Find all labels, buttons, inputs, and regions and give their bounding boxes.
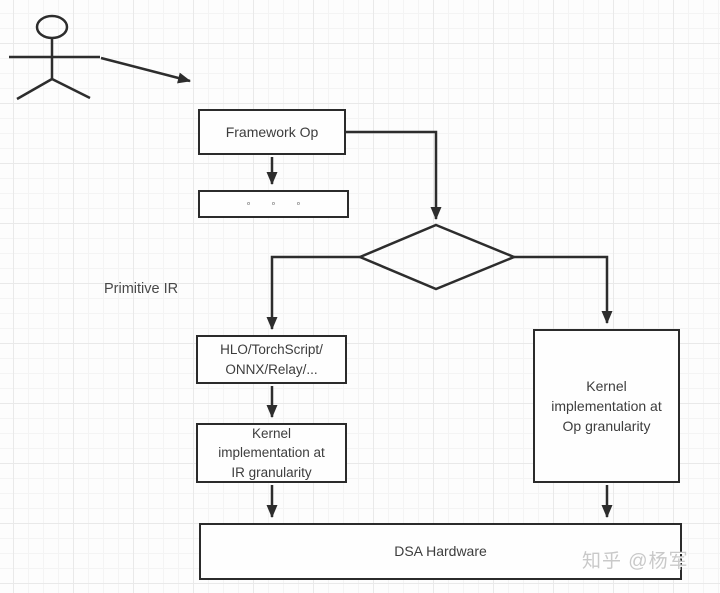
- primitive-ir-label: Primitive IR: [104, 281, 179, 297]
- node-ellipsis: ◦ ◦ ◦: [198, 190, 349, 218]
- zhihu-watermark: 知乎 @杨军: [582, 551, 689, 572]
- node-framework-op-label: Framework Op: [225, 123, 319, 140]
- arrow-decision-to-kernel-op: [514, 255, 613, 324]
- ellipsis-dots-icon: ◦ ◦ ◦: [246, 197, 310, 210]
- node-dsa-hardware: DSA Hardware: [199, 523, 682, 580]
- node-kernel-ir-granularity: Kernel implementation at IR granularity: [196, 423, 347, 483]
- actor-icon: [9, 14, 100, 101]
- node-kernel-op-label: Kernel implementation at Op granularity: [551, 377, 662, 435]
- actor-leg-left: [16, 77, 53, 101]
- arrow-framework-op-to-decision: [346, 130, 442, 220]
- actor-head: [35, 14, 69, 40]
- arrow-actor-to-framework-op: [100, 56, 191, 84]
- actor-leg-right: [51, 77, 91, 100]
- node-framework-op: Framework Op: [198, 109, 346, 155]
- node-kernel-op-granularity: Kernel implementation at Op granularity: [533, 329, 680, 483]
- arrow-decision-to-hlo: [266, 255, 360, 330]
- node-dsa-label: DSA Hardware: [394, 543, 487, 560]
- node-hlo-label: HLO/TorchScript/ ONNX/Relay/...: [220, 341, 323, 377]
- decision-diamond: [356, 223, 518, 291]
- node-primitive-ir-formats: HLO/TorchScript/ ONNX/Relay/...: [196, 335, 347, 384]
- node-kernel-ir-label: Kernel implementation at IR granularity: [218, 425, 325, 480]
